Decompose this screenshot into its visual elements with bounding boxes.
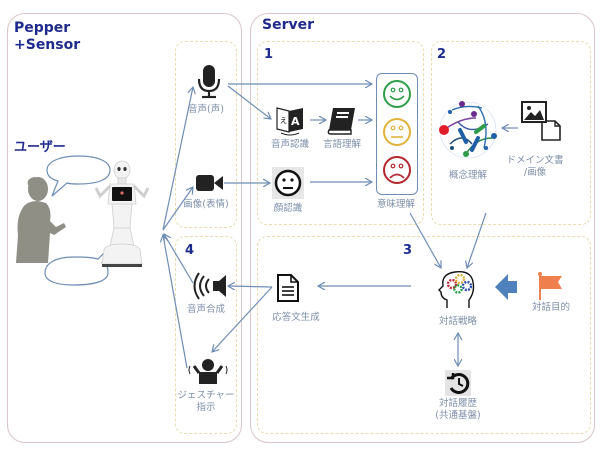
arrow-voice-to-asr bbox=[227, 85, 271, 119]
pepper-robot-icon bbox=[94, 160, 150, 267]
dialogue-box-3 bbox=[257, 236, 591, 434]
arrow-response-to-speaker bbox=[228, 286, 273, 287]
domain-docs-label-line2: /画像 bbox=[523, 167, 547, 178]
server-panel bbox=[250, 13, 595, 443]
arrow-speaker-to-pepper bbox=[164, 234, 194, 284]
translate-icon: ぇ A bbox=[276, 107, 303, 136]
section-number-3: 3 bbox=[403, 243, 413, 258]
speech-recognition-label: 音声認識 bbox=[270, 139, 309, 150]
book-icon bbox=[327, 108, 355, 135]
section-number-2: 2 bbox=[437, 47, 447, 62]
face-recognition-label: 顔認識 bbox=[273, 203, 303, 214]
arrow-response-to-gesture bbox=[212, 286, 273, 352]
network-graph-icon bbox=[439, 101, 497, 159]
pepper-title-line1: Pepper bbox=[14, 20, 71, 36]
image-document-icon bbox=[521, 101, 561, 141]
pepper-speech-bubble bbox=[44, 250, 109, 286]
dialogue-strategy-label: 対話戦略 bbox=[438, 316, 477, 327]
voice-label: 音声(声) bbox=[188, 104, 224, 115]
document-icon bbox=[277, 274, 299, 302]
user-label: ユーザー bbox=[14, 140, 66, 155]
neutral-face-icon bbox=[383, 118, 411, 146]
pepper-title: Pepper +Sensor bbox=[14, 20, 80, 54]
understanding-box-1 bbox=[257, 41, 424, 225]
svg-text:ぇ: ぇ bbox=[279, 116, 288, 126]
domain-docs-label-line1: ドメイン文書 bbox=[506, 155, 564, 166]
language-understanding-label: 言語理解 bbox=[322, 139, 361, 150]
dialogue-history-label: 対話履歴 (共通基盤) bbox=[428, 398, 488, 422]
server-title: Server bbox=[262, 17, 315, 33]
speech-synthesis-label: 音声合成 bbox=[186, 304, 225, 315]
dialogue-goal-label: 対話目的 bbox=[531, 302, 570, 313]
happy-face-icon bbox=[383, 80, 411, 108]
brain-gears-icon bbox=[438, 271, 475, 308]
meaning-understanding-box bbox=[376, 73, 418, 195]
dialogue-history-label-line2: (共通基盤) bbox=[435, 410, 481, 421]
svg-text:A: A bbox=[291, 115, 300, 128]
history-icon bbox=[447, 373, 470, 394]
arrow-meaning-to-strategy bbox=[409, 212, 441, 268]
sad-face-icon bbox=[383, 156, 411, 184]
arrow-concept-to-strategy bbox=[467, 212, 487, 268]
gesture-label: ジェスチャー 指示 bbox=[176, 390, 236, 414]
concept-box-2 bbox=[431, 41, 591, 225]
response-generation-label: 応答文生成 bbox=[272, 312, 320, 323]
user-speech-bubble bbox=[46, 155, 111, 197]
section-number-1: 1 bbox=[264, 47, 274, 62]
image-label: 画像(表情) bbox=[183, 199, 229, 210]
arrow-pepper-to-voice bbox=[162, 87, 193, 231]
gesture-label-line1: ジェスチャー bbox=[177, 390, 235, 401]
domain-docs-label: ドメイン文書 /画像 bbox=[500, 155, 570, 179]
section-number-4: 4 bbox=[185, 243, 195, 258]
output-box-4 bbox=[175, 236, 237, 434]
concept-understanding-label: 概念理解 bbox=[448, 170, 487, 181]
meaning-understanding-label: 意味理解 bbox=[376, 199, 415, 210]
gesture-person-icon bbox=[188, 359, 228, 384]
flag-icon bbox=[538, 272, 562, 300]
microphone-icon bbox=[197, 65, 221, 99]
pepper-title-line2: +Sensor bbox=[14, 37, 81, 53]
arrow-pepper-to-image bbox=[162, 187, 193, 231]
user-silhouette-icon bbox=[16, 177, 66, 263]
video-camera-icon bbox=[196, 175, 223, 191]
arrow-goal-to-strategy bbox=[495, 274, 517, 300]
gesture-label-line2: 指示 bbox=[196, 402, 216, 413]
sensor-input-box bbox=[175, 41, 237, 228]
speaker-icon bbox=[193, 272, 226, 300]
arrow-gesture-to-pepper bbox=[163, 235, 188, 369]
neutral-face-icon bbox=[274, 169, 302, 197]
dialogue-history-label-line1: 対話履歴 bbox=[438, 398, 477, 409]
